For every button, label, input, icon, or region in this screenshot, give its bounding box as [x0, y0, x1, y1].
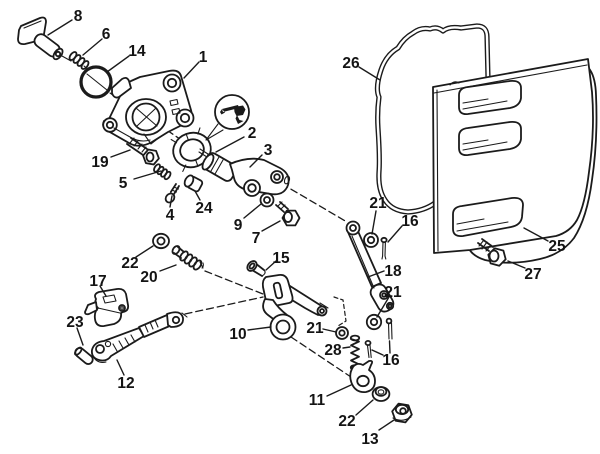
- callout-18: 18: [384, 263, 402, 280]
- callout-12: 12: [117, 375, 134, 392]
- part-7-bolt: [275, 201, 301, 227]
- part-3-shaft-arm: [198, 148, 291, 197]
- part-23-pin: [74, 346, 94, 365]
- callout-23: 23: [66, 314, 84, 331]
- callout-1: 1: [199, 49, 208, 66]
- part-11-bracket: [349, 359, 376, 393]
- callout-21-upper: 21: [369, 195, 387, 212]
- part-17-clamp: [84, 287, 130, 328]
- callout-3: 3: [264, 142, 273, 159]
- callout-7: 7: [252, 230, 261, 247]
- callout-17: 17: [89, 273, 106, 290]
- part-27-bolt: [477, 238, 507, 267]
- part-10-lever: [261, 273, 329, 341]
- callout-16-upper: 16: [401, 213, 419, 230]
- callout-10: 10: [229, 326, 246, 343]
- callout-15: 15: [272, 250, 290, 267]
- callout-5: 5: [119, 175, 128, 192]
- callout-9: 9: [234, 217, 243, 234]
- callout-labels: 8 6 14 1 2 3 19 5 4 24 9 7 26 21 16 18 2…: [66, 8, 566, 448]
- callout-24: 24: [195, 200, 213, 217]
- callout-26: 26: [342, 55, 360, 72]
- callout-2: 2: [248, 125, 257, 142]
- part-14-o-ring: [79, 65, 113, 99]
- part-18-link: [345, 220, 395, 313]
- part-26-gasket: [374, 23, 491, 215]
- callout-8: 8: [74, 8, 83, 25]
- part-5-spring: [153, 163, 172, 181]
- callout-22-lower: 22: [338, 413, 355, 430]
- callout-13: 13: [361, 431, 379, 448]
- part-21-washer-left: [335, 326, 349, 340]
- leader-lines: [47, 19, 549, 431]
- callout-28: 28: [324, 342, 342, 359]
- callout-19: 19: [91, 154, 109, 171]
- part-1-housing: [102, 69, 195, 147]
- part-16-cotter-pin-lower: [364, 317, 393, 359]
- part-9-washer: [259, 192, 275, 208]
- part-20-screw: [171, 245, 204, 271]
- callout-14: 14: [128, 43, 146, 60]
- callout-11: 11: [309, 392, 326, 409]
- part-6-spring: [68, 51, 90, 70]
- callout-27: 27: [524, 266, 541, 283]
- callout-25: 25: [548, 238, 566, 255]
- callout-6: 6: [102, 26, 111, 43]
- part-24-bushing: [183, 174, 204, 193]
- part-22-washer-lower: [371, 386, 391, 402]
- part-19-bolt: [126, 137, 160, 166]
- part-21-washer-mid: [365, 313, 383, 331]
- outboard-motor-icon: [220, 105, 246, 124]
- part-25-cover: [432, 58, 598, 264]
- part-13-nut: [391, 402, 413, 424]
- callout-21-left: 21: [306, 320, 324, 337]
- callout-22-upper: 22: [121, 255, 138, 272]
- part-12-linkage: [90, 311, 188, 363]
- part-21-washer-upper: [363, 232, 379, 248]
- part-16-cotter-pin-upper: [380, 236, 388, 260]
- callout-4: 4: [166, 207, 175, 224]
- part-15-pin: [246, 260, 266, 277]
- part-22-grommet-upper: [152, 232, 170, 250]
- note-bubble: [205, 94, 250, 141]
- callout-20: 20: [140, 269, 157, 286]
- callout-21-mid: 21: [384, 284, 402, 301]
- part-8-pin: [17, 16, 64, 61]
- callout-16-lower: 16: [382, 352, 400, 369]
